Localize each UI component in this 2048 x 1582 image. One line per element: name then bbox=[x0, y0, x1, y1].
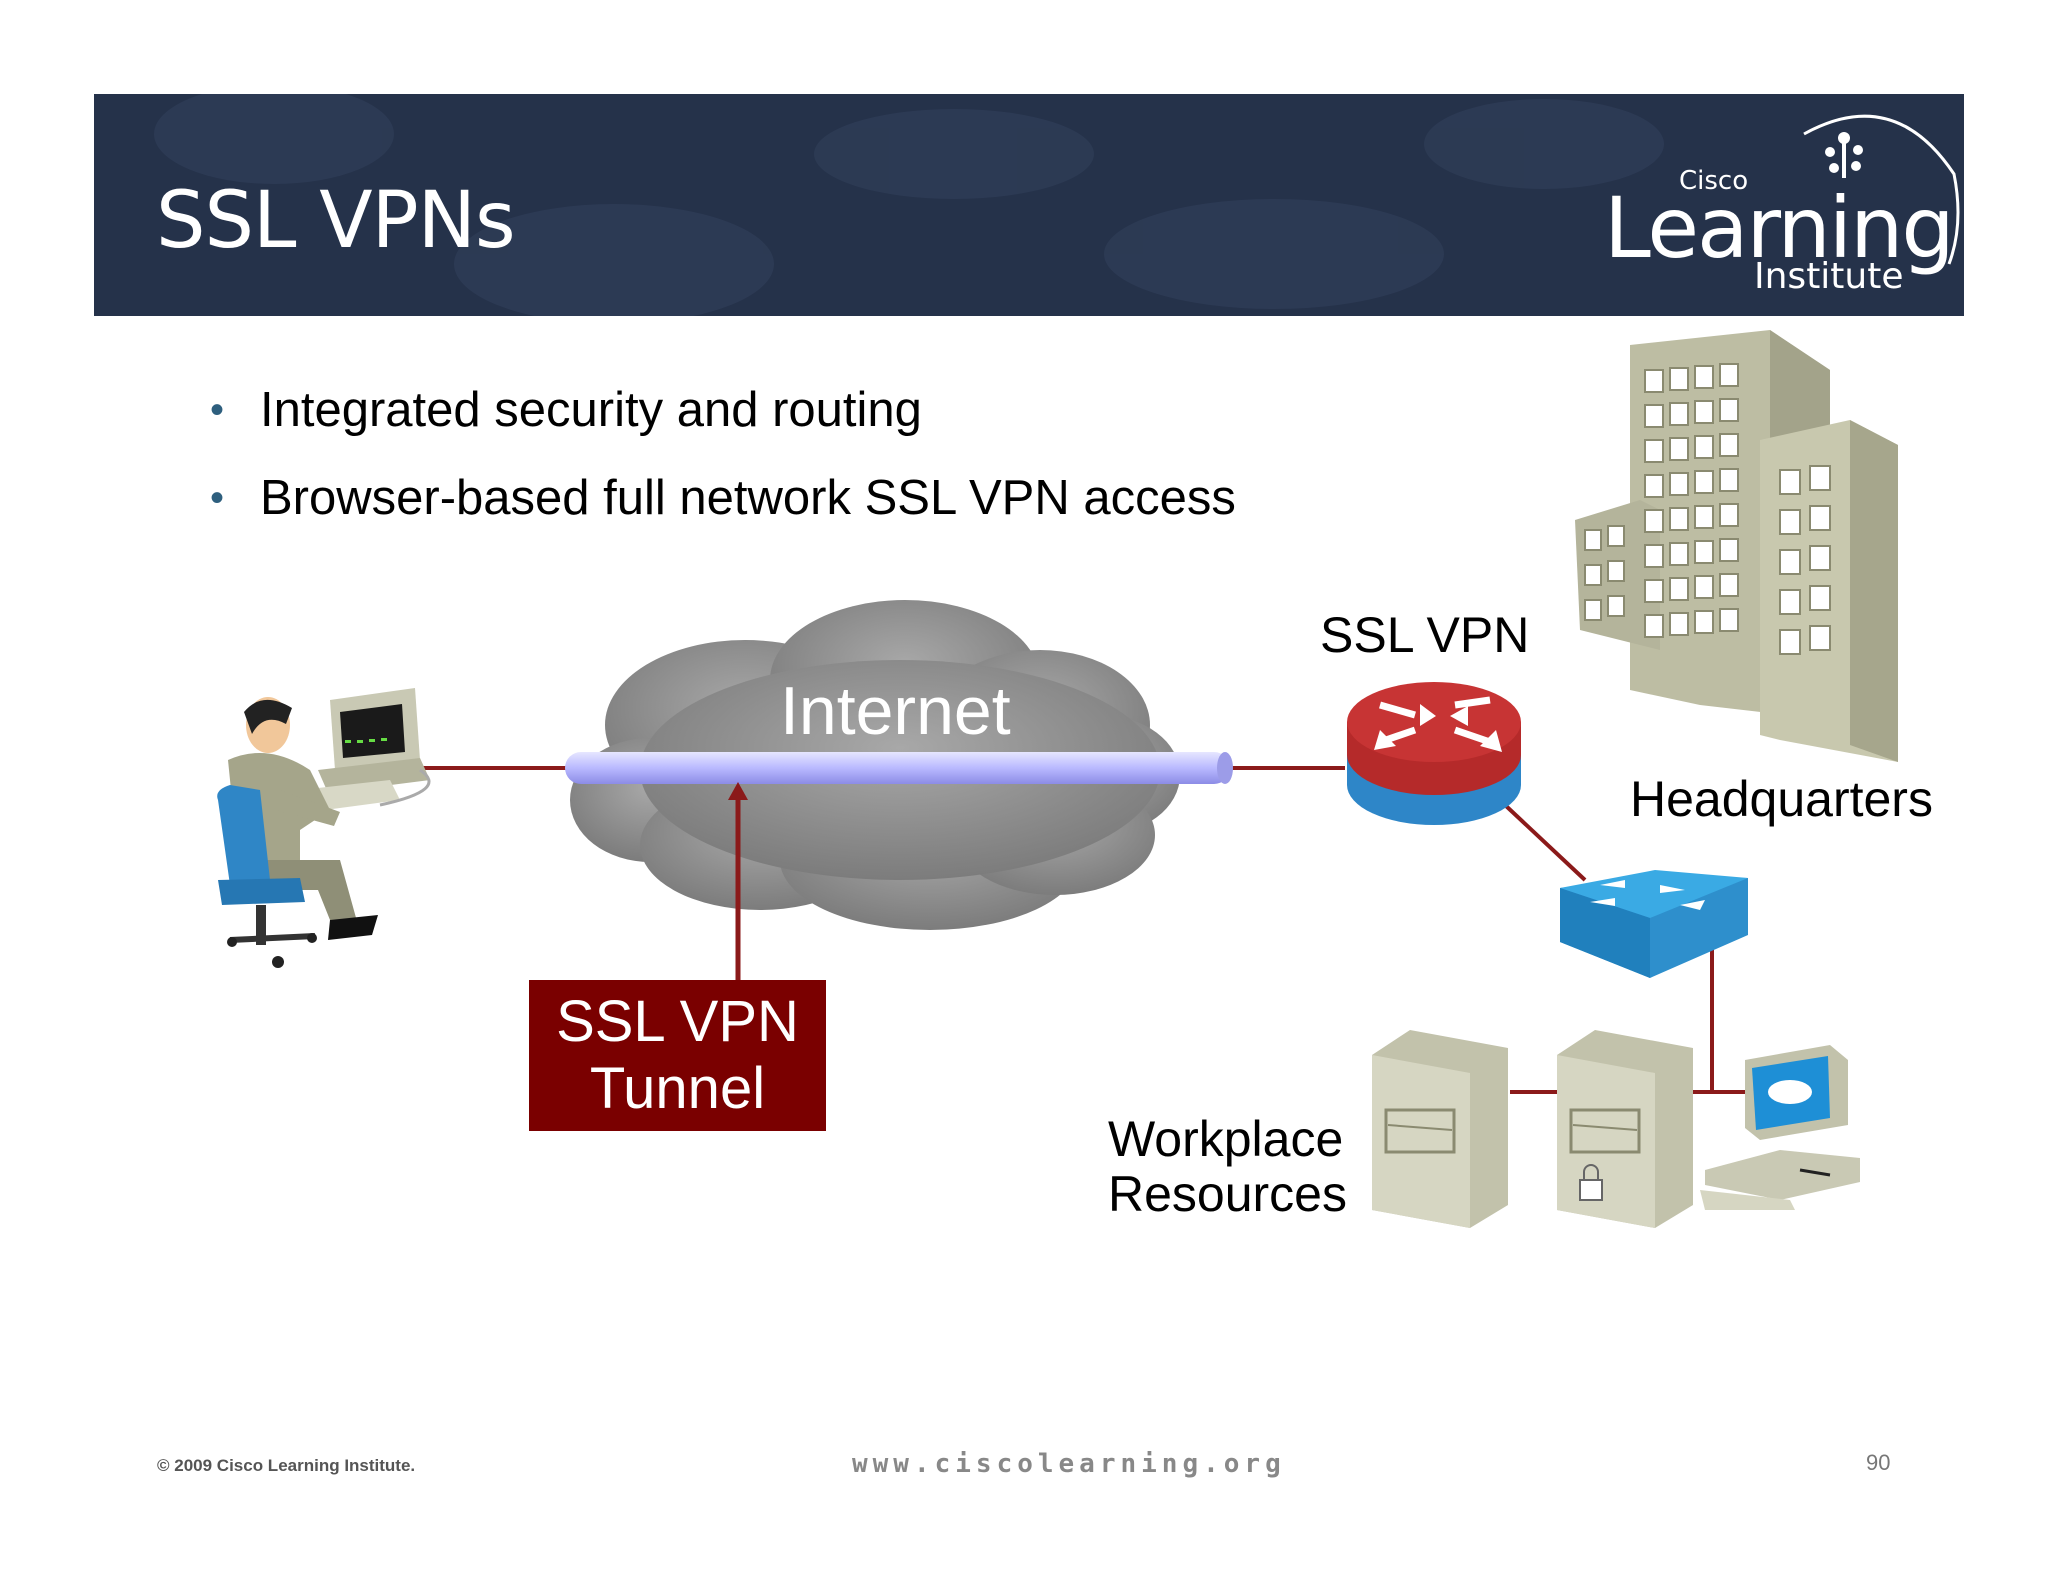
ssl-vpn-router-label: SSL VPN bbox=[1320, 607, 1530, 663]
banner-texture bbox=[154, 94, 1664, 316]
logo-arc-icon bbox=[1803, 114, 1960, 265]
logo-brand: Cisco bbox=[1679, 166, 1749, 196]
logo-sub: Institute bbox=[1754, 256, 1904, 297]
internet-label: Internet bbox=[780, 673, 1011, 749]
ssl-vpn-tunnel-callout: SSL VPN Tunnel bbox=[529, 980, 826, 1131]
cisco-learning-institute-logo: Cisco Learning Institute bbox=[1564, 94, 1964, 316]
workstation-icon bbox=[1700, 1045, 1860, 1210]
bullet-text: Integrated security and routing bbox=[260, 383, 922, 437]
tunnel-label-line2: Tunnel bbox=[589, 1056, 766, 1121]
slide-title: SSL VPNs bbox=[156, 176, 516, 266]
logo-word: Learning bbox=[1604, 179, 1955, 277]
bullet-dot-icon: • bbox=[210, 476, 225, 520]
tunnel-pointer-arrow bbox=[728, 782, 748, 982]
headquarters-building-icon bbox=[1575, 330, 1898, 762]
lock-icon bbox=[1579, 1179, 1603, 1201]
headquarters-label: Headquarters bbox=[1630, 771, 1933, 827]
bullet-dot-icon: • bbox=[210, 388, 225, 432]
bullet-list: • Integrated security and routing • Browse… bbox=[210, 370, 1236, 546]
bullet-item: • Integrated security and routing bbox=[210, 370, 1236, 458]
tunnel-label-line1: SSL VPN bbox=[556, 989, 799, 1054]
link-router-switch bbox=[1503, 803, 1587, 882]
workplace-label-line1: Workplace bbox=[1108, 1111, 1344, 1167]
workplace-label-line2: Resources bbox=[1108, 1166, 1347, 1222]
ssl-vpn-router-icon bbox=[1347, 682, 1521, 825]
workplace-resources-label: Workplace Resources bbox=[1108, 1112, 1347, 1222]
server-icon bbox=[1372, 1030, 1508, 1228]
title-banner: SSL VPNs Cisco Learning Institute bbox=[94, 94, 1964, 316]
ssl-vpn-tunnel-pipe bbox=[565, 752, 1233, 784]
remote-user-icon bbox=[217, 688, 431, 968]
secure-server-icon bbox=[1557, 1030, 1693, 1228]
switch-icon bbox=[1560, 870, 1748, 978]
page-number: 90 bbox=[1866, 1450, 1891, 1475]
bullet-text: Browser-based full network SSL VPN acces… bbox=[260, 471, 1236, 525]
footer-url: www.ciscolearning.org bbox=[852, 1449, 1286, 1479]
tree-icon bbox=[1825, 132, 1863, 178]
bullet-item: • Browser-based full network SSL VPN acce… bbox=[210, 458, 1236, 546]
footer-copyright: © 2009 Cisco Learning Institute. bbox=[157, 1456, 416, 1475]
